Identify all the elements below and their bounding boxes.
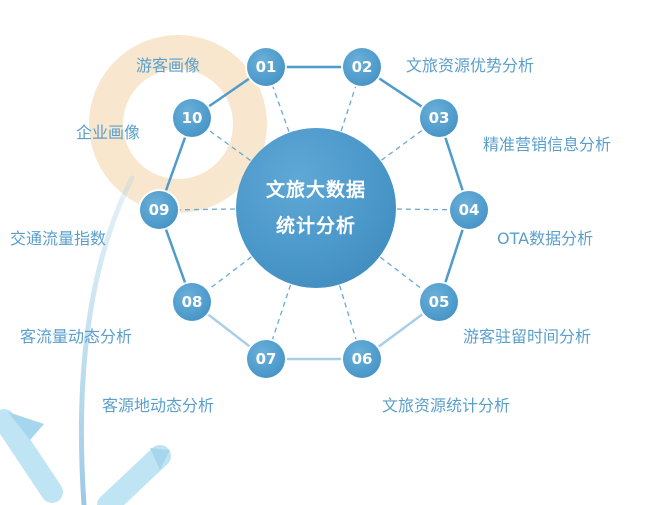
node-10: 10 [173, 99, 211, 137]
node-02: 02 [343, 48, 381, 86]
decorative-arrow-tip-right [150, 448, 170, 470]
spoke-line [315, 207, 440, 303]
node-08: 08 [173, 283, 211, 321]
label-02: 文旅资源优势分析 [406, 56, 535, 75]
node-09: 09 [140, 191, 178, 229]
center-title-line1: 文旅大数据 [265, 179, 366, 201]
decorative-arrow-tip [8, 412, 44, 440]
spoke-line [158, 207, 317, 211]
node-05: 05 [420, 283, 458, 321]
node-04: 04 [450, 191, 488, 229]
label-01: 游客画像 [136, 56, 201, 75]
node-01: 01 [247, 48, 285, 86]
label-03: 精准营销信息分析 [483, 135, 612, 154]
decorative-arrow-right [97, 445, 171, 505]
label-07: 客源地动态分析 [102, 396, 215, 415]
node-03: 03 [420, 99, 458, 137]
decorative-curve [78, 175, 135, 505]
label-10: 企业画像 [76, 123, 141, 142]
decorative-ring [89, 35, 267, 213]
node-06: 06 [343, 340, 381, 378]
label-09: 交通流量指数 [10, 229, 107, 248]
node-07: 07 [247, 340, 285, 378]
label-06: 文旅资源统计分析 [382, 396, 511, 415]
label-04: OTA数据分析 [497, 229, 594, 248]
spoke-line [191, 207, 317, 303]
center-circle: 文旅大数据 统计分析 [236, 128, 396, 288]
label-08: 客流量动态分析 [20, 327, 133, 346]
label-05: 游客驻留时间分析 [463, 327, 592, 346]
center-title-line2: 统计分析 [275, 215, 356, 237]
decorative-arrow-left [0, 409, 63, 503]
